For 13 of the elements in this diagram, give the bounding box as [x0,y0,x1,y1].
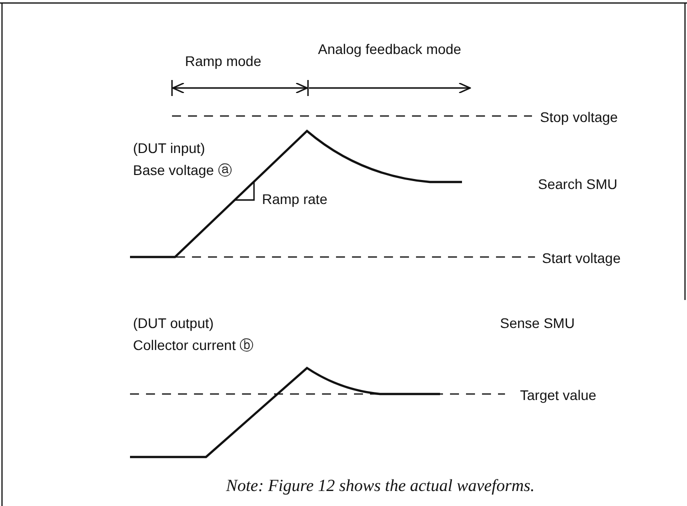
signal-label: Search SMU [538,175,618,193]
signal-label: (DUT input) [133,139,206,157]
level-label: Target value [520,386,596,404]
signal-label: Base voltage ⓐ [133,161,232,179]
level-label: Stop voltage [540,108,618,126]
signal-label: (DUT output) [133,314,214,332]
caption: Note: Figure 12 shows the actual waveforms. [226,476,535,496]
signal-label: Collector current ⓑ [133,336,254,354]
mode-label: Analog feedback mode [318,40,462,58]
slope-label: Ramp rate [262,190,328,208]
signal-label: Sense SMU [500,314,575,332]
level-label: Start voltage [542,249,621,267]
mode-label: Ramp mode [185,52,262,70]
